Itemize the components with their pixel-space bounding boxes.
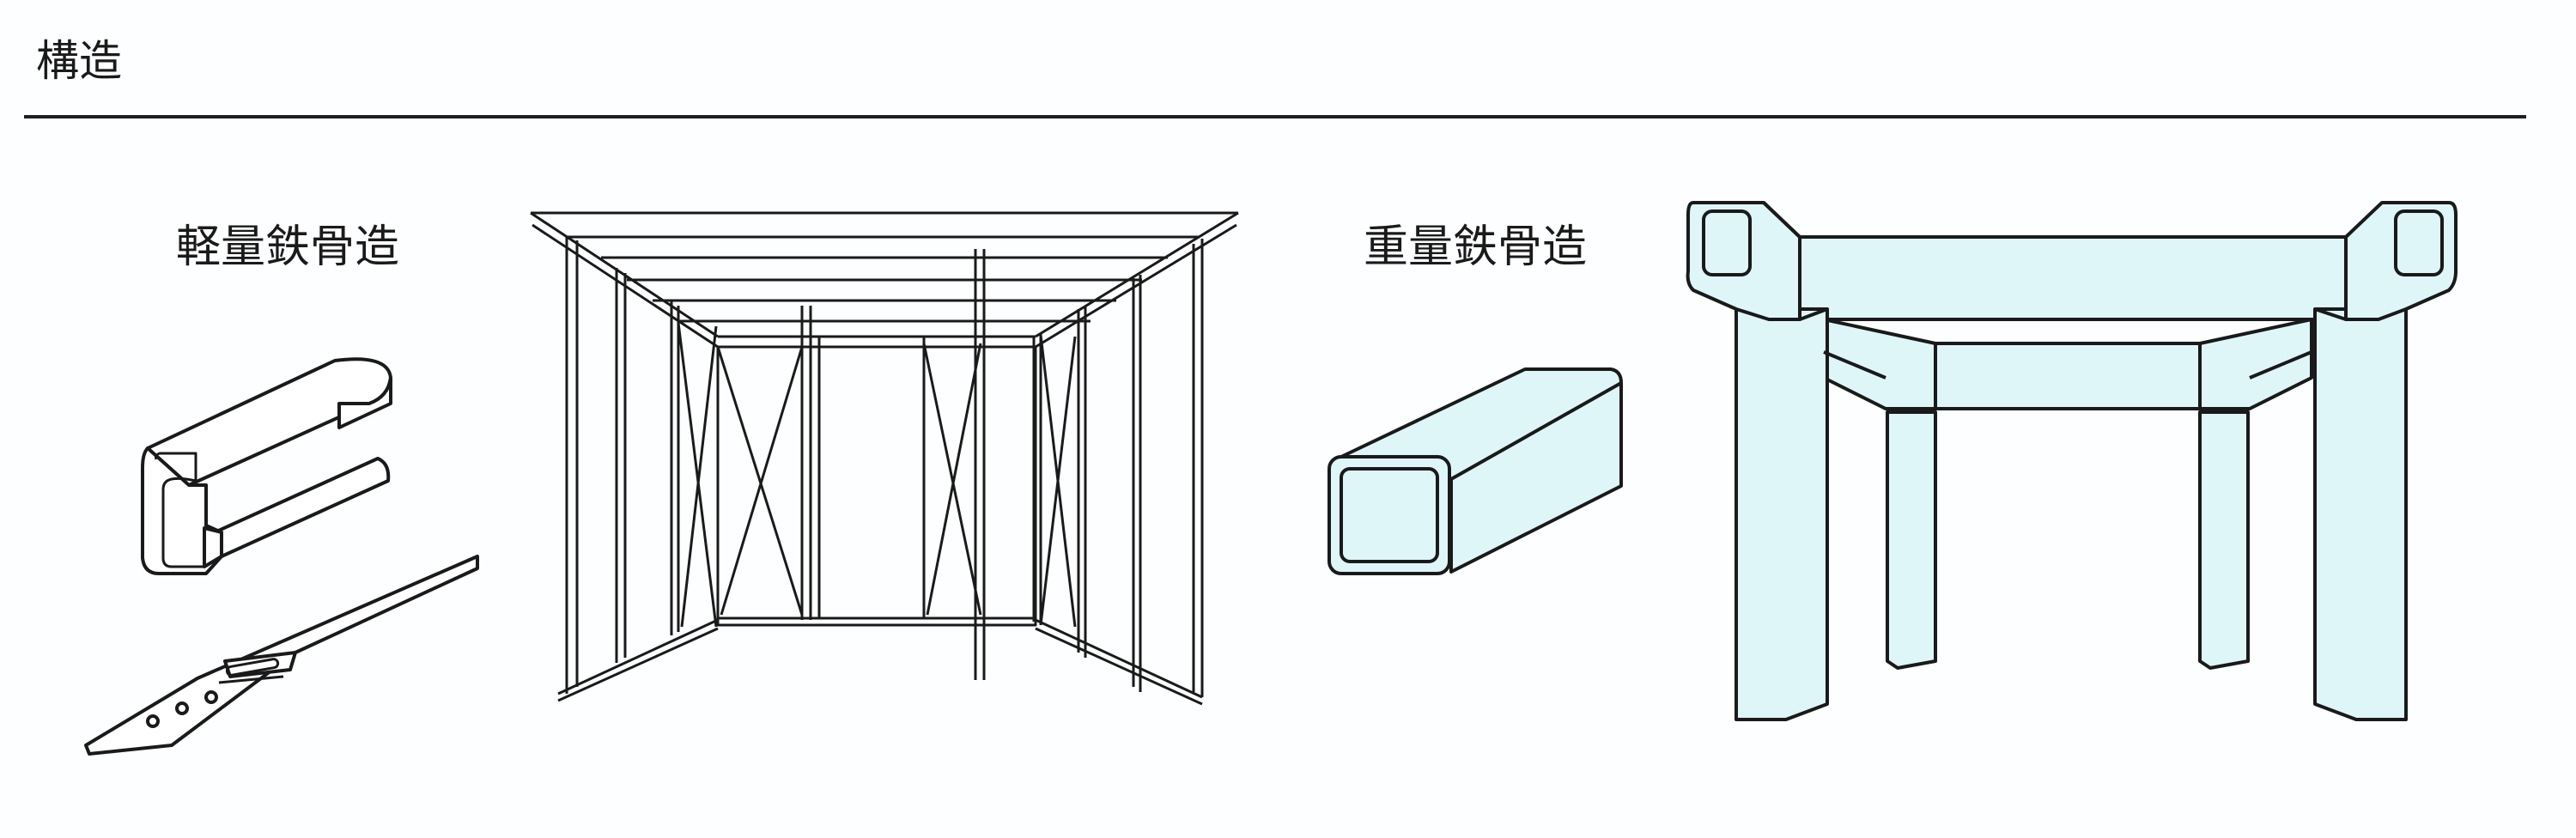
light-steel-label: 軽量鉄骨造 bbox=[176, 222, 400, 273]
heavy-steel-label: 重量鉄骨造 bbox=[1364, 222, 1588, 273]
heavy-steel-box-section-illustration bbox=[1327, 367, 1623, 575]
light-steel-frame-illustration bbox=[530, 211, 1239, 706]
light-steel-c-channel-illustration bbox=[141, 357, 392, 575]
heavy-steel-frame-illustration bbox=[1686, 201, 2458, 721]
title-divider bbox=[24, 115, 2526, 118]
page-title: 構造 bbox=[36, 36, 122, 86]
light-steel-strap-illustration bbox=[84, 555, 479, 756]
